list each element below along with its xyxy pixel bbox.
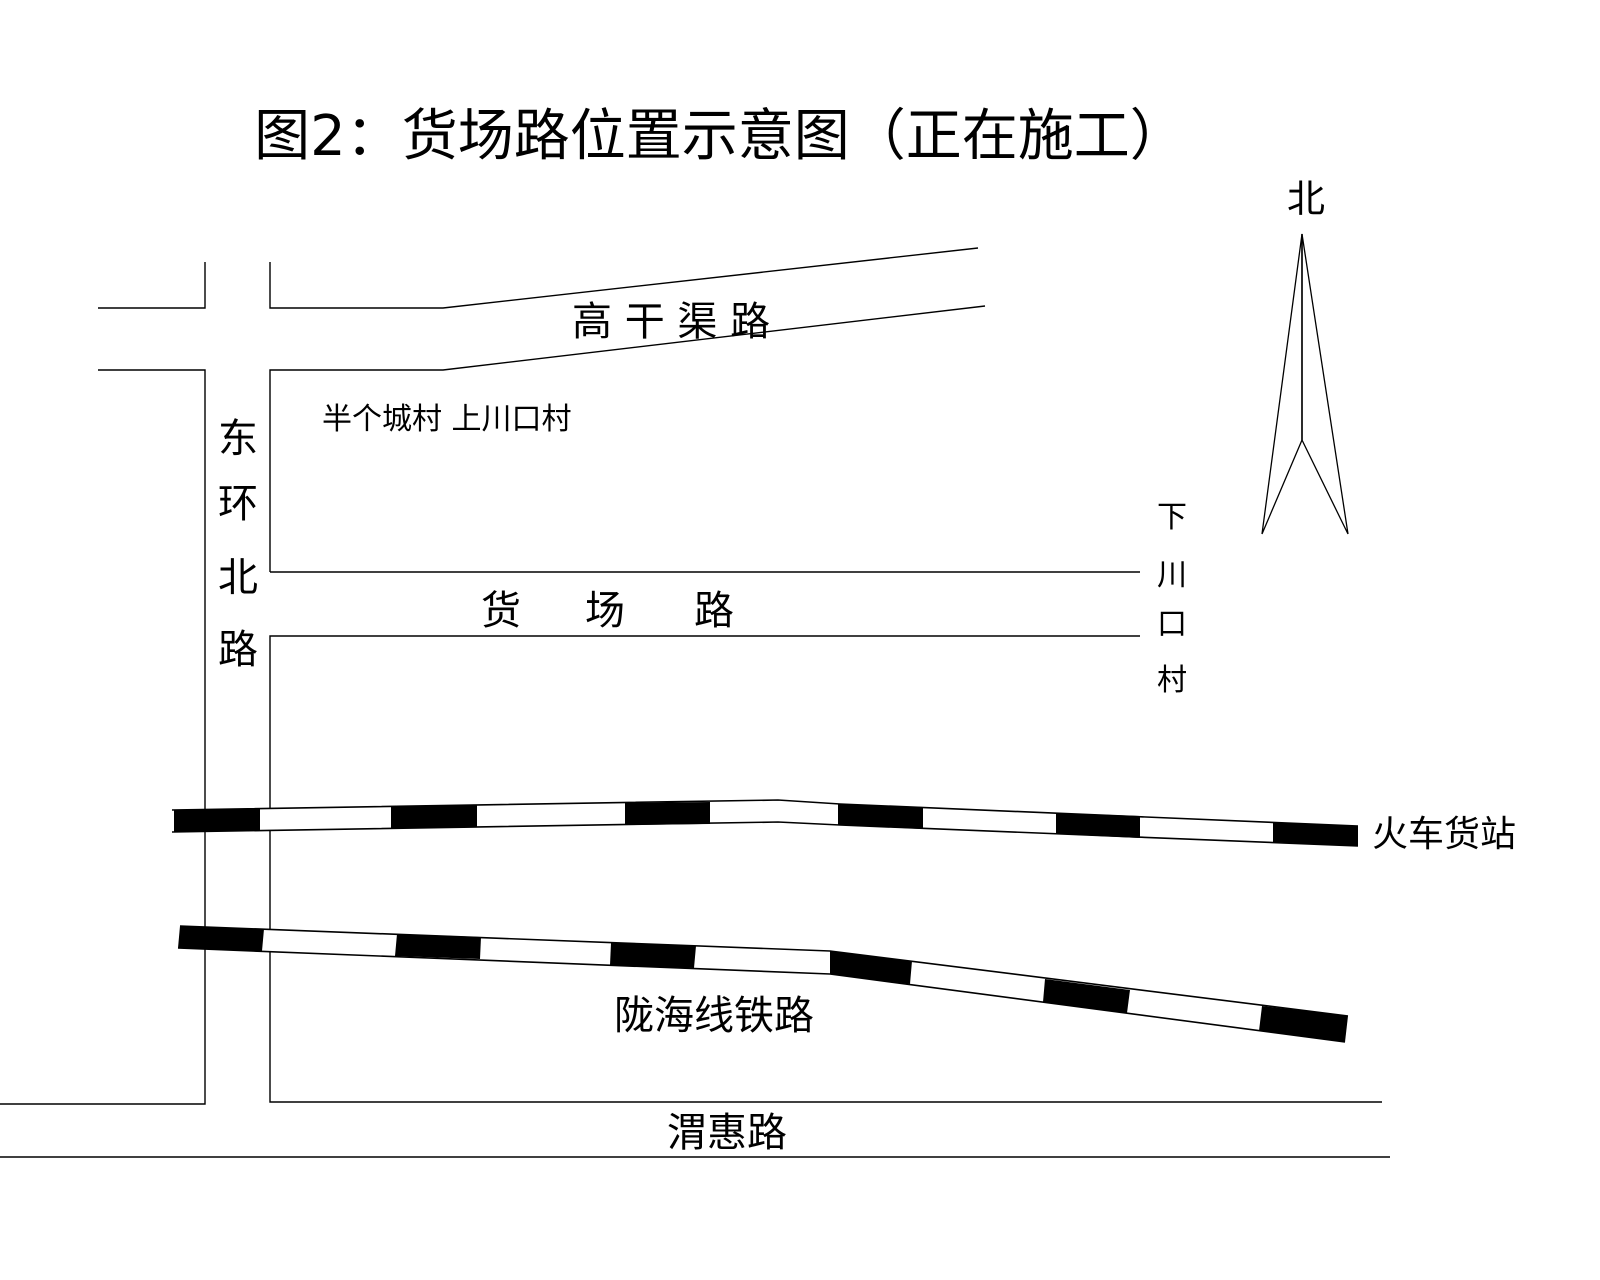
road-network (0, 247, 1390, 1158)
freight-station-railway (171, 799, 1359, 847)
donghuanbei-road-label-char-4: 路 (218, 627, 258, 673)
north-village-label: 半个城村 上川口村 (322, 402, 572, 437)
huochang-road-label: 货 场 路 (481, 588, 734, 634)
huochang-road-south-edge (269, 635, 1382, 1103)
gaoganqu-road-label: 高 干 渠 路 (572, 299, 770, 345)
longhai-railway-label: 陇海线铁路 (614, 993, 814, 1039)
donghuanbei-road-label-char-3: 北 (218, 555, 258, 601)
gaoganqu-road-north-edge (269, 247, 979, 309)
xiachuankou-label-char-2: 川 (1157, 558, 1187, 593)
donghuanbei-road-west-edge (98, 262, 206, 309)
freight-station-label: 火车货站 (1372, 814, 1516, 855)
huochang-road-label-char-3: 路 (694, 588, 734, 634)
xiachuankou-label-char-4: 村 (1157, 663, 1187, 698)
donghuanbei-road-label-char-2: 环 (218, 481, 258, 527)
donghuanbei-road-west-edge-lower (0, 369, 206, 1105)
huochang-road-label-char-2: 场 (585, 588, 625, 634)
longhai-railway (177, 925, 1349, 1043)
map-title: 图2：货场路位置示意图（正在施工） (254, 104, 1186, 169)
donghuanbei-road-label-char-1: 东 (218, 416, 258, 462)
xiachuankou-label-char-3: 口 (1157, 607, 1187, 642)
xiachuankou-label-char-1: 下 (1157, 500, 1187, 535)
weihui-road-label: 渭惠路 (667, 1110, 787, 1156)
north-arrow: 北 (1261, 177, 1349, 535)
huochang-road-label-char-1: 货 (481, 588, 521, 634)
donghuanbei-road-label: 东 环 北 路 (218, 416, 258, 673)
north-label: 北 (1287, 177, 1325, 221)
xiachuankou-village-label: 下 川 口 村 (1157, 500, 1187, 698)
gaoganqu-road-south-edge (269, 305, 986, 572)
